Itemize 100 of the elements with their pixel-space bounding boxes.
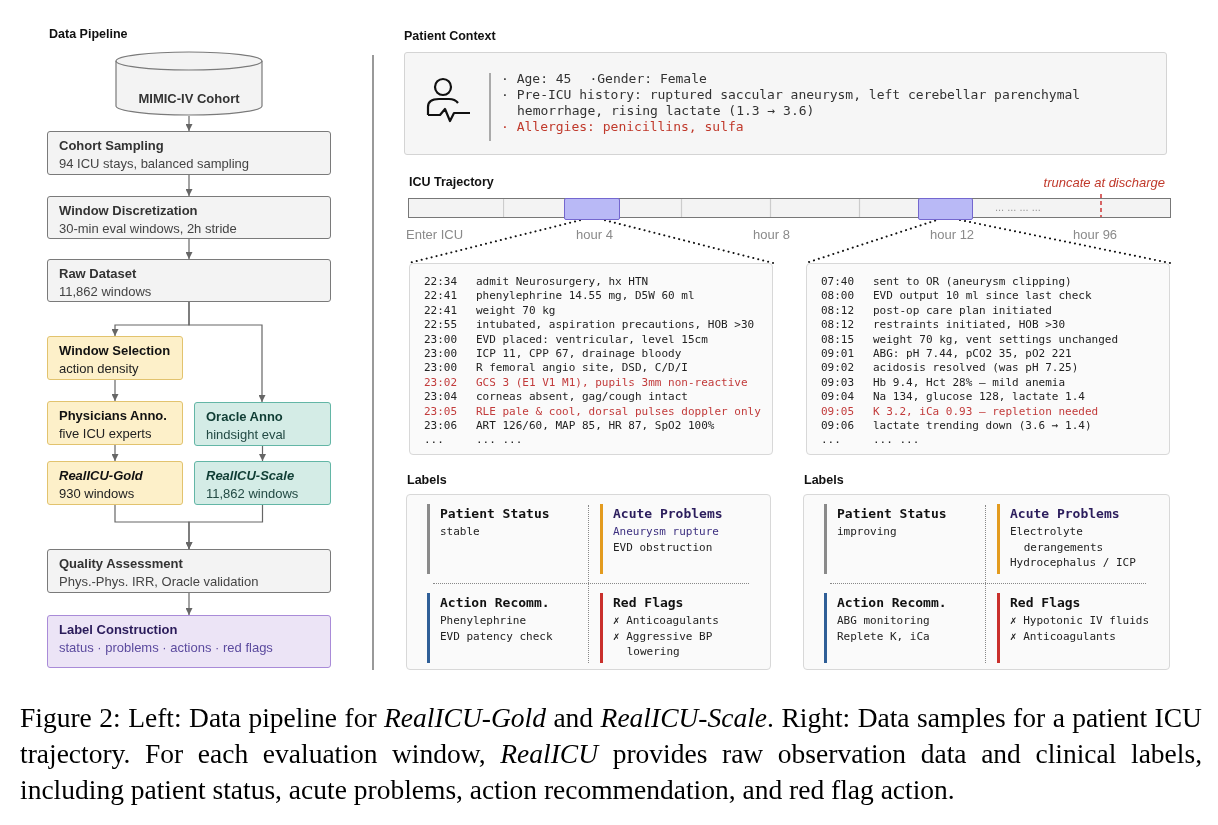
log-time: 22:41 <box>424 289 459 304</box>
axis-label: Enter ICU <box>406 226 464 244</box>
axis-label: hour 8 <box>753 226 790 244</box>
process-box <box>47 336 183 380</box>
box-title: Raw Dataset <box>59 265 137 283</box>
section-heading: Labels <box>407 472 447 489</box>
label-item: Electrolyte derangements <box>1010 524 1105 555</box>
box-text: 11,862 windows <box>206 485 299 503</box>
section-heading: ICU Trajectory <box>409 174 494 191</box>
log-time: 23:00 <box>424 361 459 376</box>
label-item: ✗ Anticoagulants <box>613 613 720 629</box>
arrow <box>188 301 266 403</box>
log-time: 23:00 <box>424 347 459 362</box>
process-box <box>47 461 183 505</box>
log-panel <box>409 263 773 455</box>
log-entry: weight 70 kg, vent settings unchanged <box>873 332 1119 348</box>
log-entry: lactate trending down (3.6 → 1.4) <box>873 419 1092 434</box>
label-item: stable <box>440 524 481 540</box>
log-time: ... <box>821 433 842 448</box>
box-text: hindsight eval <box>206 426 286 444</box>
log-time: 23:04 <box>424 390 459 405</box>
label-item: EVD obstruction <box>613 539 714 555</box>
arrow <box>185 238 193 260</box>
arrow <box>185 174 193 197</box>
patient-detail: · Allergies: penicillins, sulfa <box>501 119 745 135</box>
log-entry: sent to OR (aneurysm clipping) <box>873 275 1072 290</box>
log-entry: K 3.2, iCa 0.93 — repletion needed <box>873 404 1099 420</box>
arrow <box>185 592 193 616</box>
log-time: 09:06 <box>821 419 856 434</box>
log-entry: ART 126/60, MAP 85, HR 87, SpO2 100% <box>476 419 715 434</box>
log-entry: Na 134, glucose 128, lactate 1.4 <box>873 390 1085 405</box>
label-item: Phenylephrine <box>440 613 528 629</box>
axis-label: hour 96 <box>1073 226 1118 244</box>
log-entry: ABG: pH 7.44, pCO2 35, pO2 221 <box>873 347 1072 362</box>
section-heading: Patient Context <box>404 28 496 45</box>
label-item: EVD patency check <box>440 628 554 644</box>
category-heading: Acute Problems <box>613 505 724 523</box>
box-title: RealICU-Scale <box>206 467 295 485</box>
label-item: ✗ Hypotonic IV fluids <box>1010 613 1151 629</box>
log-entry: Hb 9.4, Hct 28% — mild anemia <box>873 375 1066 391</box>
category-heading: Red Flags <box>613 594 685 612</box>
label-item: improving <box>837 524 898 540</box>
box-title: Label Construction <box>59 621 178 639</box>
log-entry: ... ... <box>476 433 523 448</box>
log-entry: EVD placed: ventricular, level 15cm <box>476 332 708 348</box>
process-box <box>194 461 331 505</box>
log-entry: ICP 11, CPP 67, drainage bloody <box>476 347 682 362</box>
category-heading: Action Recomm. <box>837 594 948 612</box>
log-entry: corneas absent, gag/cough intact <box>476 390 688 405</box>
box-title: Physicians Anno. <box>59 407 167 425</box>
arrow <box>259 445 266 462</box>
box-text: 11,862 windows <box>59 283 152 301</box>
axis-label: hour 4 <box>576 226 613 244</box>
box-title: Cohort Sampling <box>59 137 164 155</box>
box-title: Quality Assessment <box>59 555 183 573</box>
process-box <box>194 402 331 446</box>
box-title: RealICU-Gold <box>59 467 143 485</box>
log-time: 23:06 <box>424 419 459 434</box>
log-time: 08:00 <box>821 289 856 304</box>
log-time: 07:40 <box>821 275 856 290</box>
category-heading: Patient Status <box>440 505 551 523</box>
log-time: 08:12 <box>821 318 856 333</box>
log-entry: intubated, aspiration precautions, HOB >30 <box>476 318 755 333</box>
node-label: MIMIC-IV Cohort <box>137 90 241 108</box>
arrow <box>185 504 264 550</box>
log-time: 22:55 <box>424 318 459 333</box>
process-box <box>47 549 331 593</box>
log-time: ... <box>424 433 445 448</box>
log-time: 09:03 <box>821 375 856 391</box>
arrow <box>185 115 193 132</box>
log-time: 23:00 <box>424 332 459 348</box>
log-entry: EVD output 10 ml since last check <box>873 289 1092 304</box>
box-text: status · problems · actions · red flags <box>59 639 273 657</box>
box-title: Oracle Anno <box>206 408 283 426</box>
label-item: ✗ Aggressive BP lowering <box>613 628 714 660</box>
log-time: 09:02 <box>821 361 856 376</box>
log-entry: GCS 3 (E1 V1 M1), pupils 3mm non-reactive <box>476 375 748 391</box>
log-time: 09:04 <box>821 390 856 405</box>
log-entry: acidosis resolved (was pH 7.25) <box>873 361 1079 376</box>
box-text: 94 ICU stays, balanced sampling <box>59 155 250 173</box>
log-entry: post-op care plan initiated <box>873 303 1052 319</box>
log-time: 08:12 <box>821 303 856 319</box>
log-time: 22:41 <box>424 303 459 319</box>
box-text: 930 windows <box>59 485 135 503</box>
time-window <box>918 198 973 220</box>
log-time: 09:05 <box>821 404 856 420</box>
log-entry: phenylephrine 14.55 mg, D5W 60 ml <box>476 289 695 304</box>
log-entry: RLE pale & cool, dorsal pulses doppler only <box>476 404 761 420</box>
log-time: 23:05 <box>424 404 459 420</box>
axis-label: hour 12 <box>930 226 975 244</box>
axis-label: truncate at discharge <box>1043 175 1165 190</box>
process-box <box>47 401 183 445</box>
label-item: ✗ Anticoagulants <box>1010 628 1117 644</box>
patient-detail: · Age: 45 <box>501 71 572 87</box>
log-entry: ... ... <box>873 433 920 448</box>
arrow <box>111 379 119 402</box>
box-text: 30-min eval windows, 2h stride <box>59 220 237 238</box>
box-title: Window Selection <box>59 342 171 360</box>
log-time: 22:34 <box>424 275 459 290</box>
log-entry: weight 70 kg <box>476 303 556 319</box>
